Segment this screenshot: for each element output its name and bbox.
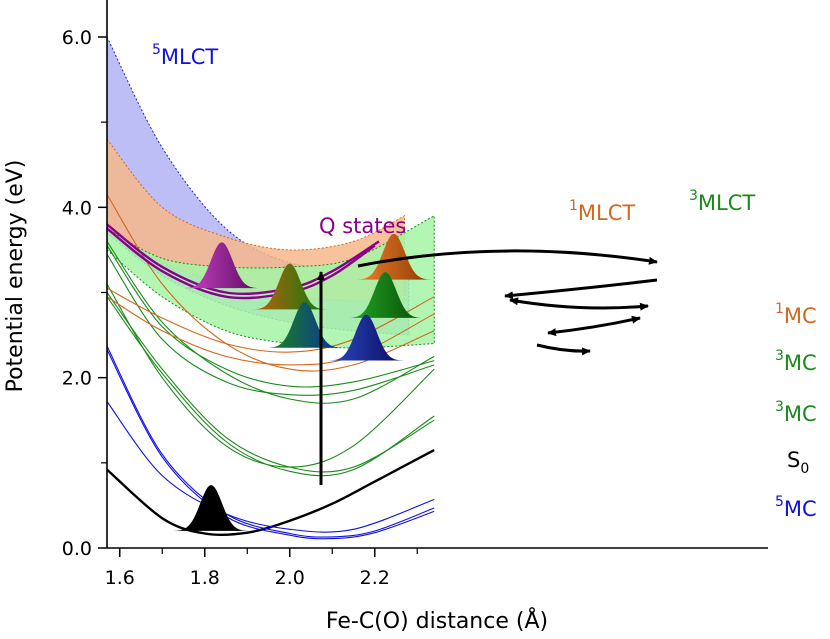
wavepacket-1mlct-2 [356, 233, 432, 280]
transfer-arrows [317, 249, 658, 485]
curve-3mc-4 [106, 292, 435, 473]
y-tick-label: 0.0 [62, 538, 92, 560]
band-1mlct [106, 137, 405, 302]
curve-3mc-5 [106, 296, 435, 477]
wavepackets [173, 233, 432, 531]
label-3mc-lower: 3MC [775, 399, 817, 426]
label-5mc: 5MC [775, 494, 817, 521]
label-s0: S0 [787, 448, 809, 477]
wavepacket-mixed-5 [266, 301, 343, 348]
curve-5mc-1 [106, 345, 435, 538]
mixed-to-3mlct-arrow [509, 297, 649, 311]
label-1mlct: 1MLCT [569, 198, 635, 225]
label-5mlct: 5MLCT [152, 42, 218, 69]
curve-1mc-10 [106, 194, 435, 372]
wavepacket-3mlct-4 [347, 272, 424, 318]
potential-curves [106, 194, 435, 540]
axis-ticks: 0.0 2.0 4.0 6.0 1.6 1.8 2.0 2.2 [62, 27, 418, 589]
y-axis-title: Potential energy (eV) [3, 160, 28, 393]
wavepacket-5mlct-6 [328, 314, 405, 361]
y-tick-label: 4.0 [62, 197, 92, 219]
x-tick-label: 2.0 [275, 567, 305, 589]
curve-3mc-9 [106, 253, 435, 396]
y-tick-label: 2.0 [62, 368, 92, 390]
1mlct-to-mixed-arrow [504, 278, 658, 300]
mixed-to-5mlct-arrow [536, 343, 591, 356]
band-3mlct [106, 214, 435, 349]
label-q-states: Q states [319, 214, 406, 238]
3mlct-to-mixed-arrow [547, 315, 641, 337]
x-axis-title: Fe-C(O) distance (Å) [326, 607, 548, 634]
curve-3mc-7 [106, 241, 435, 404]
x-tick-label: 1.8 [190, 567, 220, 589]
wavepacket-q-1 [183, 242, 260, 289]
curve-5mc-2 [106, 349, 435, 540]
curve-5mc-3 [106, 401, 435, 533]
curve-q-14 [106, 227, 376, 300]
curve-3mc-8 [106, 245, 435, 388]
x-tick-label: 2.2 [360, 567, 390, 589]
q-to-1mlct-arrow [357, 249, 658, 268]
label-3mlct: 3MLCT [689, 188, 755, 215]
curve-3mc-6 [106, 283, 435, 468]
x-tick-label: 1.6 [105, 567, 135, 589]
curve-q-13 [106, 223, 380, 295]
curve-s0-0 [106, 449, 435, 537]
wavepacket-mixed-3 [251, 263, 328, 310]
y-tick-label: 6.0 [62, 27, 92, 49]
label-1mc: 1MC [775, 301, 817, 328]
label-3mc-upper: 3MC [775, 348, 817, 375]
wavepacket-s0-0 [173, 485, 249, 531]
